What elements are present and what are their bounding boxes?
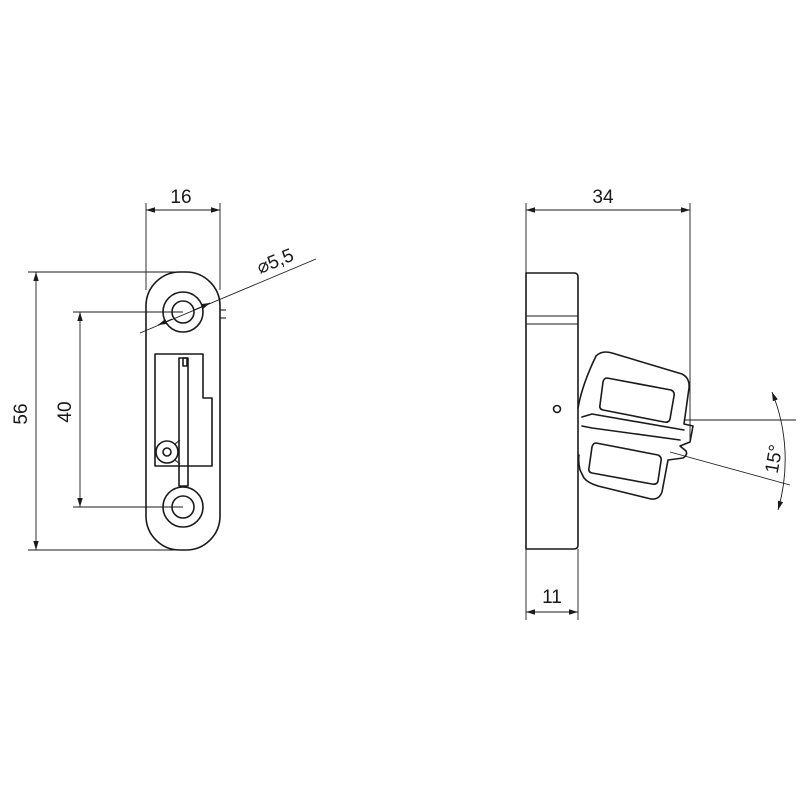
- side-pin: [552, 404, 562, 414]
- dim-depth-label: 34: [592, 187, 614, 208]
- knob-link: [174, 439, 181, 465]
- diameter-leader: [139, 258, 317, 334]
- angle-arc: [771, 391, 786, 511]
- dim-base-label: 11: [542, 587, 562, 608]
- side-base-plate: [525, 272, 579, 550]
- latch-window: [154, 353, 213, 467]
- front-dimensions: 16 56 40 ⌀5,5: [11, 187, 317, 551]
- dim-spacing-label: 40: [55, 401, 76, 422]
- dim-angle-label: 15°: [762, 443, 788, 475]
- latch-knob-outer: [155, 440, 179, 464]
- dim-height-label: 56: [11, 403, 32, 424]
- diameter-arrow: [157, 318, 173, 326]
- clip-head-outline: [577, 351, 694, 500]
- clip-upper-window: [599, 377, 675, 423]
- clip-slot: [581, 413, 685, 441]
- front-view: [145, 271, 226, 551]
- front-plate-outline: [145, 271, 221, 551]
- latch-knob-inner: [162, 447, 172, 457]
- side-view: [525, 272, 694, 550]
- dim-diameter-label: ⌀5,5: [254, 245, 297, 279]
- latch-tab: [182, 357, 188, 367]
- side-dimensions: 34 11 15°: [525, 187, 796, 620]
- diameter-arrow: [193, 302, 211, 311]
- clip-lower-window: [588, 442, 662, 485]
- dim-width-label: 16: [170, 187, 191, 208]
- angle-tilt-line: [669, 451, 791, 486]
